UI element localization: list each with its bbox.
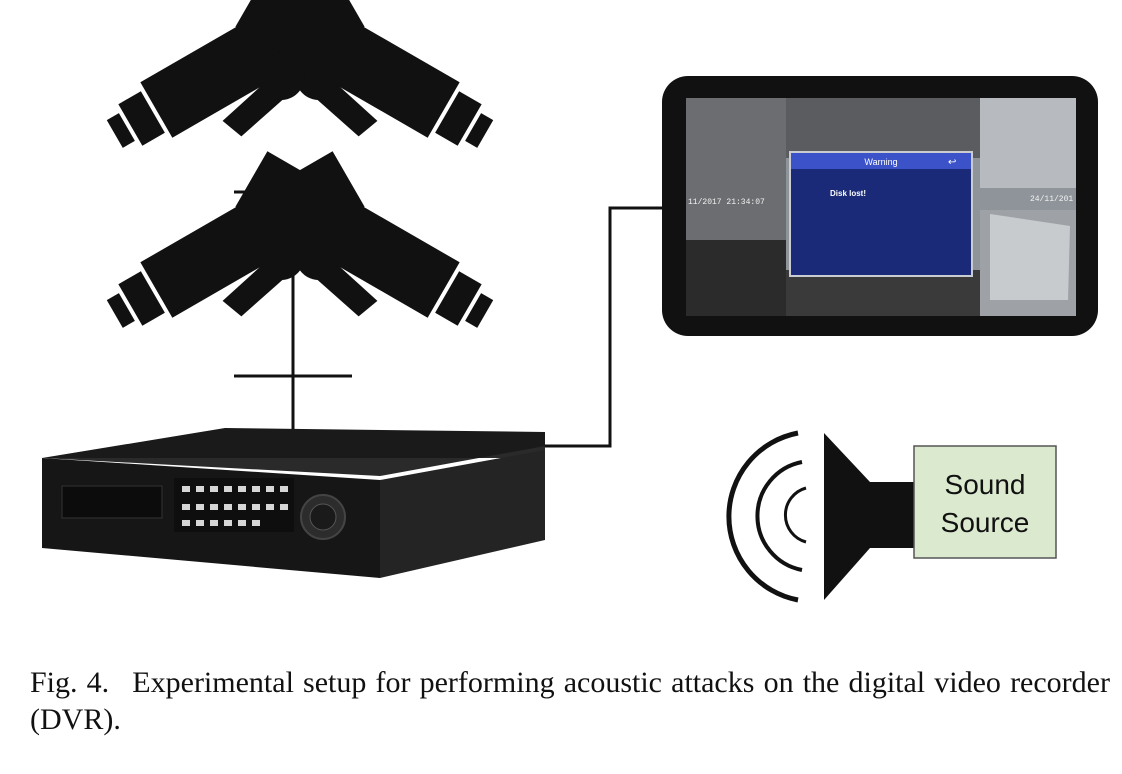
experimental-setup-diagram: Warning ↩ Disk lost! 11/2017 21:34:07 24… [42, 0, 1098, 603]
figure-label: Fig. 4. [30, 666, 110, 699]
caption-text: Experimental setup for performing acoust… [30, 666, 1110, 736]
sound-wave-icon [726, 430, 807, 603]
monitor-icon [662, 76, 1098, 336]
timestamp-left: 11/2017 21:34:07 [688, 198, 765, 207]
speaker-icon [824, 433, 914, 600]
back-arrow-icon: ↩ [948, 157, 956, 168]
timestamp-right: 24/11/201 [1030, 195, 1073, 204]
connection-wires [234, 190, 664, 448]
sound-source-label-line2: Source [941, 507, 1030, 538]
warning-dialog-title: Warning [864, 157, 897, 167]
sound-source-label-line1: Sound [945, 469, 1026, 500]
figure-caption: Fig. 4. Experimental setup for performin… [30, 664, 1110, 738]
dvr-device-icon [42, 428, 545, 578]
warning-dialog-message: Disk lost! [830, 189, 866, 198]
sound-source-box [913, 445, 1057, 559]
